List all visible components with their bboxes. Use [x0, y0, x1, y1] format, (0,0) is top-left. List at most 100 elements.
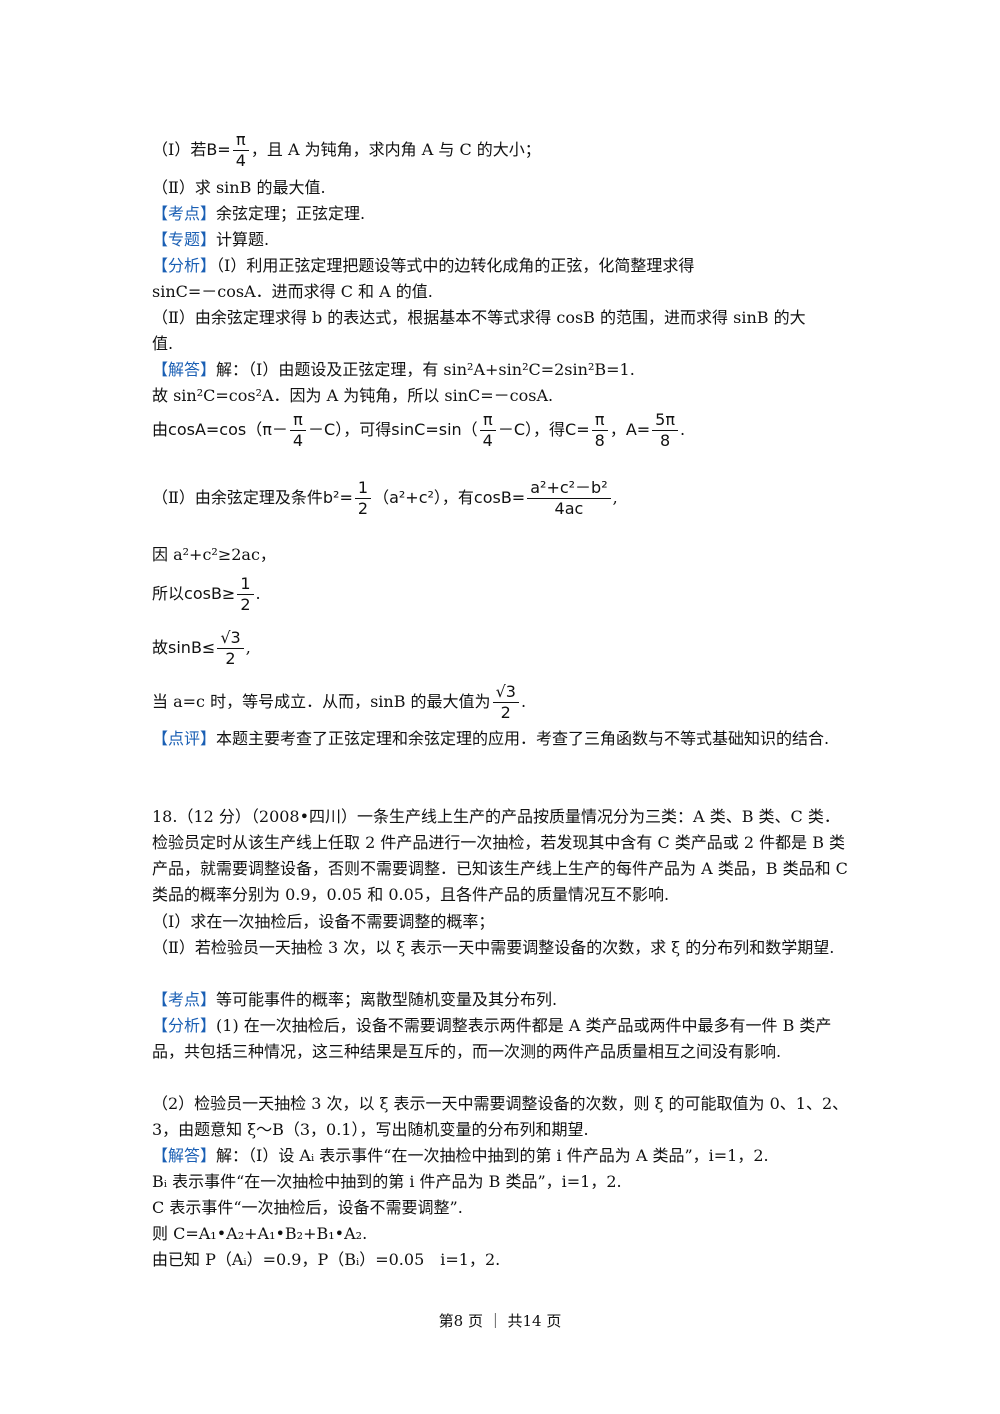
text: 等可能事件的概率；离散型随机变量及其分布列.: [216, 990, 558, 1009]
frac-num: π: [591, 410, 608, 431]
p17-zhuanti: 【专题】计算题.: [152, 227, 852, 253]
frac-den: 2: [500, 703, 511, 722]
punct: .: [255, 584, 261, 603]
math-text: －C），得: [497, 420, 566, 439]
math-text: －C），可得: [308, 420, 392, 439]
p17-jieda-line5: 因 a²+c²≥2ac，: [152, 545, 276, 564]
p18-stem: 18.（12 分）（2008•四川）一条生产线上生产的产品按质量情况分为三类：A…: [152, 807, 848, 904]
p18-kaodian: 【考点】等可能事件的概率；离散型随机变量及其分布列.: [152, 987, 852, 1013]
frac-den: 8: [659, 431, 671, 450]
jieda-tag: 【解答】: [152, 1146, 217, 1165]
zhuanti-tag: 【专题】: [152, 230, 217, 249]
p17-dianping: 【点评】本题主要考查了正弦定理和余弦定理的应用．考查了三角函数与不等式基础知识的…: [152, 726, 852, 752]
p18-q1: （Ⅰ）求在一次抽检后，设备不需要调整的概率；: [152, 912, 495, 931]
frac-num: a²+c²－b²: [527, 478, 611, 499]
math-text: b²=: [322, 488, 353, 507]
math-text: sinC=sin（: [391, 420, 478, 439]
dianping-tag: 【点评】: [152, 729, 217, 748]
frac-num: √3: [217, 628, 244, 649]
frac-den: 4: [482, 431, 493, 450]
p17-jieda: 【解答】解：（Ⅰ）由题设及正弦定理，有 sin²A+sin²C=2sin²B=1…: [152, 357, 852, 383]
text: 计算题.: [216, 230, 270, 249]
math-text: C=: [565, 420, 590, 439]
math-text: sinB≤: [168, 638, 216, 657]
text: 解：（Ⅰ）由题设及正弦定理，有 sin²A+sin²C=2sin²B=1.: [216, 360, 635, 379]
text: （Ⅰ）利用正弦定理把题设等式中的边转化成角的正弦，化简整理求得: [216, 256, 695, 275]
punct: .: [679, 420, 686, 439]
text: （Ⅰ）若: [152, 140, 207, 159]
p17-fenxi: 【分析】（Ⅰ）利用正弦定理把题设等式中的边转化成角的正弦，化简整理求得: [152, 253, 852, 279]
text: 余弦定理；正弦定理.: [216, 204, 366, 223]
p18-q2: （Ⅱ）若检验员一天抽检 3 次，以 ξ 表示一天中需要调整设备的次数，求 ξ 的…: [152, 938, 835, 957]
p17-fenxi-line2: sinC=－cosA．进而求得 C 和 A 的值.: [152, 282, 433, 301]
punct: .: [520, 692, 527, 711]
frac-den: 2: [240, 595, 251, 614]
p18-fenxi: 【分析】(1) 在一次抽检后，设备不需要调整表示两件都是 A 类产品或两件中最多…: [152, 1013, 852, 1065]
p17-kaodian: 【考点】余弦定理；正弦定理.: [152, 201, 852, 227]
text: 所以: [152, 584, 185, 603]
punct: ,: [245, 638, 251, 657]
p18-jieda-line3: C 表示事件“一次抽检后，设备不需要调整”.: [152, 1198, 463, 1217]
p17-part2: （Ⅱ）求 sinB 的最大值.: [152, 178, 326, 197]
jieda-tag: 【解答】: [152, 360, 217, 379]
frac-den: 4: [235, 151, 246, 170]
frac-num: 1: [237, 574, 254, 595]
kaodian-tag: 【考点】: [152, 990, 217, 1009]
text: 当 a=c 时，等号成立．从而，sinB 的最大值为: [152, 692, 491, 711]
frac-num: π: [479, 410, 496, 431]
frac-num: π: [290, 410, 306, 431]
text: 解：（Ⅰ）设 Aᵢ 表示事件“在一次抽检中抽到的第 i 件产品为 A 类品”，i…: [216, 1146, 769, 1165]
frac-den: 8: [594, 431, 605, 450]
text: ，且 A 为钝角，求内角 A 与 C 的大小；: [250, 140, 541, 159]
math-text: B=: [206, 140, 231, 159]
punct: ,: [612, 488, 618, 507]
text: 本题主要考查了正弦定理和余弦定理的应用．考查了三角函数与不等式基础知识的结合.: [216, 729, 830, 748]
frac-den: 4: [292, 431, 304, 450]
frac-num: √3: [492, 682, 519, 703]
frac-num: 1: [354, 478, 372, 499]
p18-jieda-line2: Bᵢ 表示事件“在一次抽检中抽到的第 i 件产品为 B 类品”，i=1，2.: [152, 1172, 622, 1191]
math-text: ，A=: [609, 420, 651, 439]
p18-jieda: 【解答】解：（Ⅰ）设 Aᵢ 表示事件“在一次抽检中抽到的第 i 件产品为 A 类…: [152, 1143, 852, 1169]
text: 由: [152, 420, 169, 439]
p18-jieda-line4: 则 C=A₁•A₂+A₁•B₂+B₁•A₂.: [152, 1224, 368, 1243]
p17-jieda-line2: 故 sin²C=cos²A．因为 A 为钝角，所以 sinC=－cosA.: [152, 386, 554, 405]
p18-fenxi-part2: （2）检验员一天抽检 3 次，以 ξ 表示一天中需要调整设备的次数，则 ξ 的可…: [152, 1094, 849, 1139]
fenxi-tag: 【分析】: [152, 1016, 217, 1035]
p18-jieda-line5: 由已知 P（Aᵢ）=0.9，P（Bᵢ）=0.05 i=1，2.: [152, 1250, 501, 1269]
math-text: cosB=: [473, 488, 526, 507]
frac-den: 4ac: [554, 499, 584, 518]
text: （Ⅱ）由余弦定理及条件: [152, 488, 323, 507]
frac-den: 2: [225, 649, 236, 668]
p17-fenxi-line3: （Ⅱ）由余弦定理求得 b 的表达式，根据基本不等式求得 cosB 的范围，进而求…: [152, 308, 806, 327]
page-footer: 第8 页 ｜ 共14 页: [438, 1312, 562, 1330]
math-text: （a²+c²），有: [373, 488, 474, 507]
frac-num: π: [232, 130, 249, 151]
text: (1) 在一次抽检后，设备不需要调整表示两件都是 A 类产品或两件中最多有一件 …: [152, 1016, 832, 1061]
fenxi-tag: 【分析】: [152, 256, 217, 275]
math-text: cosA=cos（π－: [168, 420, 288, 439]
frac-den: 2: [357, 499, 369, 518]
text: 故: [152, 638, 169, 657]
frac-num: 5π: [652, 410, 678, 431]
kaodian-tag: 【考点】: [152, 204, 217, 223]
math-text: cosB≥: [184, 584, 236, 603]
p17-fenxi-line4: 值.: [152, 334, 174, 353]
